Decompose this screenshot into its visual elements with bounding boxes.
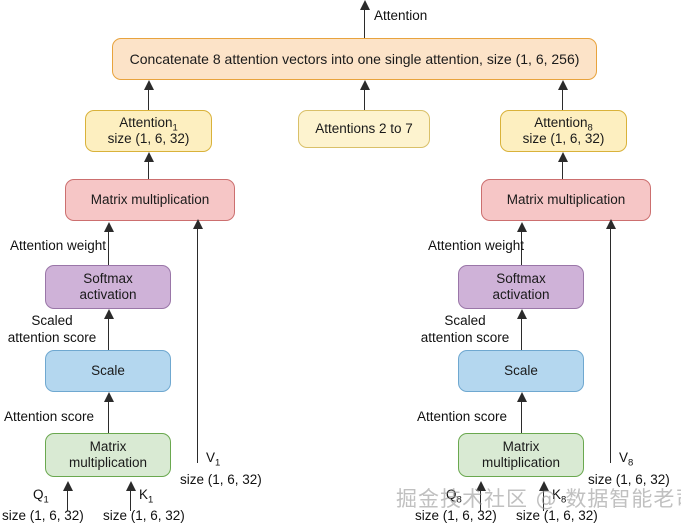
arrow-q1: [62, 481, 73, 511]
arrow-k8: [538, 481, 549, 511]
attention-score-label-8: Attention score: [417, 409, 508, 424]
matmul-bottom-1-line1: Matrix: [89, 439, 127, 455]
scaled-1-line2: attention score: [7, 329, 97, 345]
softmax-8-line1: Softmax: [496, 271, 546, 287]
concatenate-box[interactable]: Concatenate 8 attention vectors into one…: [112, 38, 597, 80]
arrow-attention-weight-8: [516, 222, 527, 265]
v8-size: size (1, 6, 32): [588, 472, 670, 487]
matrix-multiplication-bottom-1[interactable]: Matrix multiplication: [45, 433, 171, 477]
matrix-multiplication-top-8[interactable]: Matrix multiplication: [481, 179, 651, 221]
attention-8-size: size (1, 6, 32): [522, 131, 605, 146]
q1-label: Q1: [33, 487, 49, 506]
arrow-attention-score-8: [516, 392, 527, 433]
attention-score-label-1: Attention score: [4, 409, 95, 424]
scaled-1-line1: Scaled: [31, 313, 73, 328]
scale-8-label: Scale: [504, 363, 538, 379]
attentions-2-to-7-label: Attentions 2 to 7: [315, 121, 413, 137]
arrow-scaled-score-1: [103, 309, 114, 350]
k8-size: size (1, 6, 32): [516, 508, 598, 523]
attention-output-label: Attention: [374, 8, 428, 23]
scale-box-8[interactable]: Scale: [458, 350, 584, 392]
watermark: 掘金技术社区 @ 数据智能老司机: [396, 487, 681, 511]
matmul-bottom-1-line2: multiplication: [68, 455, 148, 470]
attention-1-size: size (1, 6, 32): [107, 131, 190, 146]
arrow-attention1-to-concat: [143, 80, 154, 110]
k8-label: K8: [552, 487, 567, 506]
matmul-bottom-8-line1: Matrix: [502, 439, 540, 455]
scaled-attention-score-label-1: Scaled attention score: [0, 313, 107, 347]
concatenate-label: Concatenate 8 attention vectors into one…: [129, 50, 580, 67]
scale-box-1[interactable]: Scale: [45, 350, 171, 392]
scaled-8-line1: Scaled: [444, 313, 486, 328]
softmax-activation-8[interactable]: Softmax activation: [458, 265, 584, 309]
k1-label: K1: [139, 487, 154, 506]
scale-1-label: Scale: [91, 363, 125, 379]
attention-weight-label-8: Attention weight: [428, 238, 525, 253]
scaled-attention-score-label-8: Scaled attention score: [410, 313, 520, 347]
q8-size: size (1, 6, 32): [415, 508, 497, 523]
attentions-2-to-7-box[interactable]: Attentions 2 to 7: [298, 110, 430, 148]
arrow-v1: [192, 219, 203, 463]
arrow-k1: [125, 481, 136, 511]
matrix-multiplication-top-1[interactable]: Matrix multiplication: [65, 179, 235, 221]
softmax-1-line2: activation: [79, 287, 137, 302]
matmul-top-1-label: Matrix multiplication: [90, 192, 210, 208]
arrow-attentions2to7-to-concat: [359, 80, 370, 110]
scaled-8-line2: attention score: [420, 329, 510, 345]
arrow-q8: [475, 481, 486, 511]
q1-size: size (1, 6, 32): [2, 508, 84, 523]
arrow-scaled-score-8: [516, 309, 527, 350]
arrow-v8: [605, 219, 616, 463]
arrow-matmul-to-attention-8: [557, 152, 568, 179]
attention-8-title: Attention8: [534, 115, 593, 134]
v1-size: size (1, 6, 32): [180, 472, 262, 487]
v8-label: V8: [619, 450, 634, 469]
softmax-1-line1: Softmax: [83, 271, 133, 287]
attention-weight-label-1: Attention weight: [10, 238, 107, 253]
attention-8-box[interactable]: Attention8 size (1, 6, 32): [500, 110, 627, 152]
matrix-multiplication-bottom-8[interactable]: Matrix multiplication: [458, 433, 584, 477]
k1-size: size (1, 6, 32): [103, 508, 185, 523]
matmul-bottom-8-line2: multiplication: [481, 455, 561, 470]
arrow-attention8-to-concat: [557, 80, 568, 110]
arrow-attention-output: [359, 0, 370, 38]
matmul-top-8-label: Matrix multiplication: [506, 192, 626, 208]
attention-1-box[interactable]: Attention1 size (1, 6, 32): [85, 110, 212, 152]
attention-1-title: Attention1: [119, 115, 178, 134]
arrow-attention-weight-1: [103, 222, 114, 265]
softmax-8-line2: activation: [492, 287, 550, 302]
q8-label: Q8: [446, 487, 462, 506]
arrow-matmul-to-attention-1: [143, 152, 154, 179]
arrow-attention-score-1: [103, 392, 114, 433]
v1-label: V1: [206, 450, 221, 469]
softmax-activation-1[interactable]: Softmax activation: [45, 265, 171, 309]
